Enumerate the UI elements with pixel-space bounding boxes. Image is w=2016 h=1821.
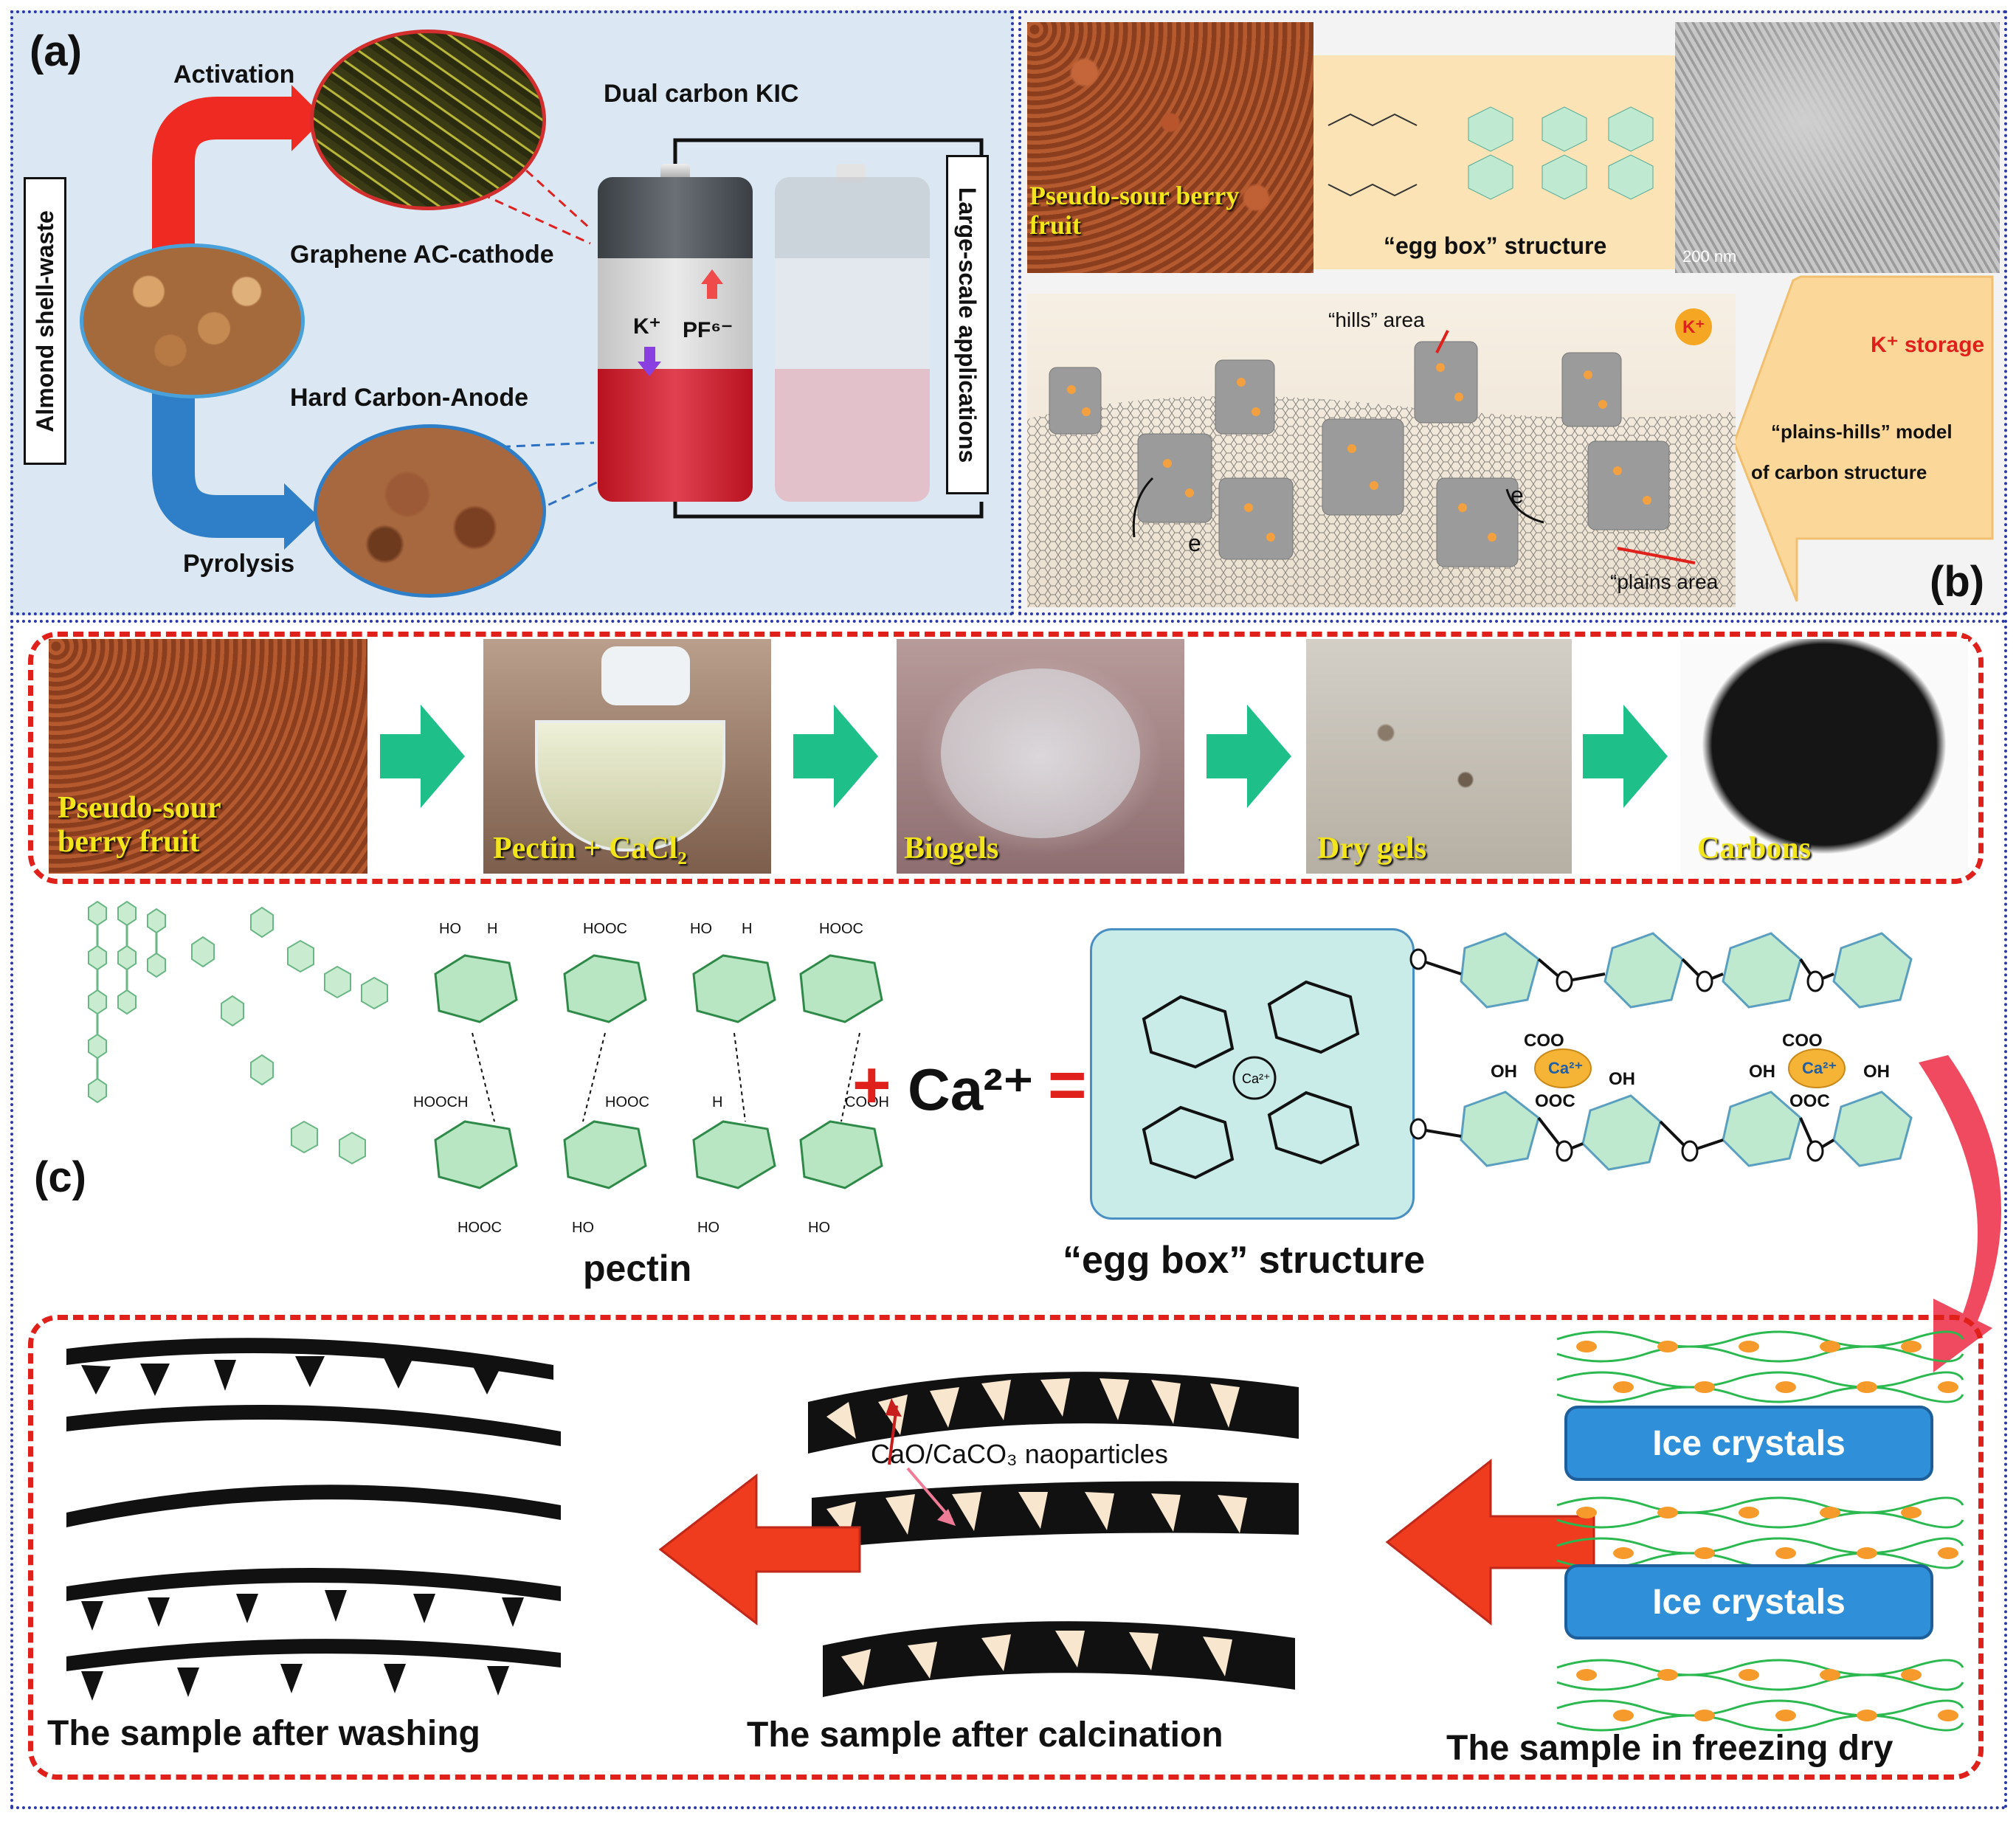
svg-text:H: H	[487, 921, 497, 937]
svg-text:OH: OH	[1609, 1069, 1635, 1089]
e-label-2: e	[1511, 482, 1524, 508]
model-label-1: “plains-hills” model	[1771, 421, 1953, 443]
egg-box-label-b: “egg box” structure	[1384, 232, 1607, 259]
step-label-0: Pseudo-sour berry fruit	[58, 791, 221, 859]
svg-text:OOC: OOC	[1789, 1091, 1830, 1111]
svg-text:COO: COO	[1782, 1031, 1823, 1051]
panel-a-label: (a)	[30, 27, 82, 75]
step-label-4: Carbons	[1697, 832, 1812, 865]
cao-label: CaO/CaCO₃ naoparticles	[871, 1439, 1168, 1469]
pyrolysis-label: Pyrolysis	[183, 550, 295, 578]
battery-faded	[775, 177, 930, 502]
activation-label: Activation	[173, 61, 295, 89]
k-storage-label: K⁺ storage	[1871, 333, 1985, 357]
dual-kic-label: Dual carbon KIC	[604, 80, 799, 108]
plus-sign: +	[852, 1048, 891, 1122]
svg-text:HOOC: HOOC	[819, 921, 863, 937]
step-photo-pectin	[483, 639, 771, 874]
svg-text:HO: HO	[808, 1220, 830, 1236]
process-row-frame	[28, 632, 1984, 884]
step-photo-carbons	[1680, 639, 1968, 874]
tem-scale: 200 nm	[1682, 247, 1737, 266]
pectin-label: pectin	[583, 1248, 692, 1289]
ca-badge-1: Ca²⁺	[1548, 1059, 1584, 1077]
svg-text:HOOC: HOOC	[583, 921, 627, 937]
step-label-2: Biogels	[904, 832, 999, 865]
freezing-label: The sample in freezing dry	[1446, 1729, 1894, 1768]
graphene-image	[310, 30, 546, 210]
svg-text:Ca²⁺: Ca²⁺	[1242, 1071, 1271, 1086]
egg-box-molecule: Ca²⁺	[1142, 980, 1360, 1180]
equals-sign: =	[1048, 1048, 1087, 1122]
svg-text:OH: OH	[1749, 1062, 1775, 1082]
after-washing-label: The sample after washing	[47, 1714, 480, 1753]
e-label-1: e	[1188, 530, 1201, 556]
battery-full	[598, 177, 753, 502]
graphene-label: Graphene AC-cathode	[290, 241, 554, 269]
tem-image: 200 nm	[1675, 22, 2000, 273]
k-badge: K⁺	[1675, 308, 1712, 345]
svg-text:H: H	[742, 921, 752, 937]
plains-label: “plains area	[1610, 570, 1719, 593]
k-badge-text: K⁺	[1682, 317, 1705, 337]
plains-hills-model: “hills” area “plains area e e K⁺	[1027, 294, 1736, 607]
pf6-label: PF⁶⁻	[683, 318, 733, 342]
step-label-3: Dry gels	[1317, 832, 1427, 865]
svg-text:H: H	[712, 1094, 722, 1110]
svg-text:HO: HO	[439, 921, 461, 937]
bottom-frame	[28, 1315, 1984, 1780]
step-photo-berry	[49, 639, 367, 874]
almond-shell-image	[80, 243, 305, 398]
hard-carbon-label: Hard Carbon-Anode	[290, 384, 528, 412]
svg-text:OH: OH	[1863, 1062, 1890, 1082]
svg-text:HO: HO	[572, 1220, 594, 1236]
svg-text:HOOC: HOOC	[605, 1094, 649, 1110]
step-photo-dry-gels	[1306, 639, 1572, 874]
svg-text:HO: HO	[697, 1220, 719, 1236]
berry-photo-b	[1027, 22, 1313, 273]
hills-label: “hills” area	[1328, 308, 1425, 331]
ice-crystals-1: Ice crystals	[1564, 1406, 1933, 1481]
k-ion-label: K⁺	[633, 314, 661, 339]
ca-label: Ca²⁺	[908, 1057, 1035, 1122]
svg-text:HOOC: HOOC	[458, 1220, 502, 1236]
svg-text:H: H	[458, 1094, 468, 1110]
model-label-2: of carbon structure	[1751, 461, 1927, 483]
large-scale-box: Large-scale applications	[946, 155, 989, 494]
model-sheet	[1027, 330, 1736, 607]
panel-b-label: (b)	[1930, 558, 1985, 606]
ice-crystals-2: Ice crystals	[1564, 1564, 1933, 1639]
panel-c-label: (c)	[34, 1153, 86, 1201]
egg-box-label-c: “egg box” structure	[1063, 1239, 1426, 1282]
ca-badge-2: Ca²⁺	[1802, 1059, 1837, 1077]
hard-carbon-image	[314, 424, 546, 598]
svg-text:HOOC: HOOC	[413, 1094, 458, 1110]
svg-text:COOH: COOH	[845, 1094, 889, 1110]
svg-text:OOC: OOC	[1535, 1091, 1575, 1111]
almond-label-box: Almond shell-waste	[24, 177, 66, 465]
svg-text:COO: COO	[1524, 1031, 1564, 1051]
egg-box-detail: Ca²⁺	[1090, 928, 1415, 1220]
step-label-1: Pectin + CaCl₂	[493, 832, 687, 865]
after-calcination-label: The sample after calcination	[747, 1715, 1223, 1755]
step-photo-biogels	[897, 639, 1184, 874]
svg-text:OH: OH	[1491, 1062, 1517, 1082]
berry-label-b: Pseudo-sour berry fruit	[1029, 181, 1240, 240]
svg-text:HO: HO	[690, 921, 712, 937]
